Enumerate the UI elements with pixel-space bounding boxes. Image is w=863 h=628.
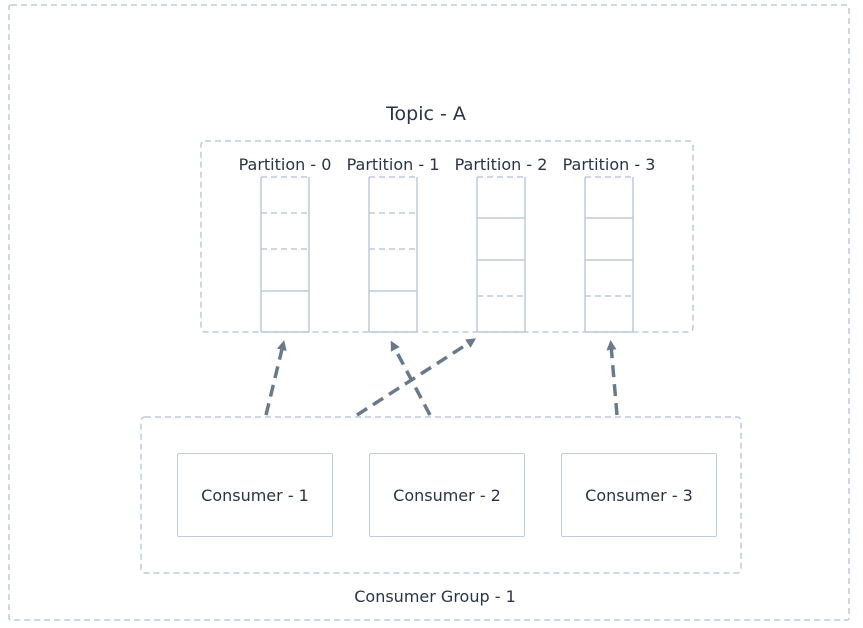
arrow-consumer2-to-partition2	[356, 338, 477, 417]
consumer-2-label: Consumer - 2	[393, 485, 501, 505]
consumer-1-box: Consumer - 1	[177, 453, 333, 537]
topic-title: Topic - A	[386, 103, 466, 125]
arrow-consumer1-to-partition0	[264, 340, 287, 416]
consumer-2-box: Consumer - 2	[369, 453, 525, 537]
consumer-3-box: Consumer - 3	[561, 453, 717, 537]
consumer-1-label: Consumer - 1	[201, 485, 309, 505]
partition-0-column	[260, 176, 310, 333]
consumer-group-container	[140, 416, 742, 574]
partition-1-label: Partition - 1	[346, 155, 440, 174]
arrow-consumer3-to-partition3	[606, 340, 619, 416]
partition-0-label: Partition - 0	[238, 155, 332, 174]
partition-3-column	[584, 176, 634, 333]
topic-container	[200, 140, 694, 333]
consumer-3-label: Consumer - 3	[585, 485, 693, 505]
partition-2-column	[476, 176, 526, 333]
consumer-group-label: Consumer Group - 1	[354, 587, 516, 606]
outer-frame	[8, 4, 850, 621]
partition-1-column	[368, 176, 418, 333]
partition-2-label: Partition - 2	[454, 155, 548, 174]
partition-3-label: Partition - 3	[562, 155, 656, 174]
